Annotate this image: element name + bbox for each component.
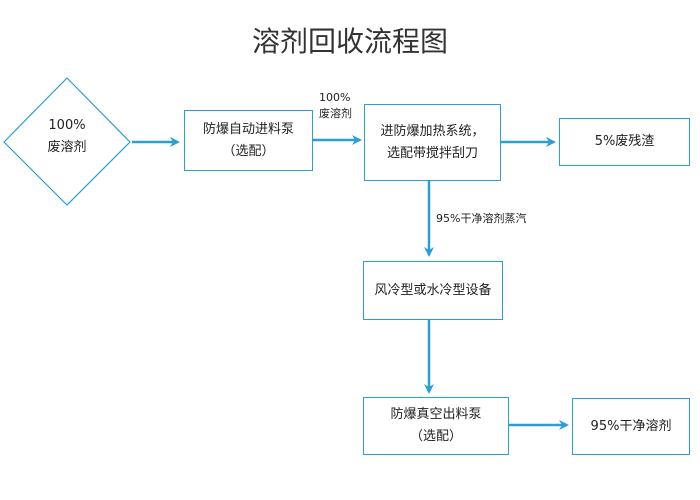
edge-label-vapor: 95%干净溶剂蒸汽 — [436, 212, 527, 225]
product-line1: 95%干净溶剂 — [590, 418, 672, 434]
product-node: 95%干净溶剂 — [572, 398, 690, 455]
feed-pump-node: 防爆自动进料泵 （选配） — [184, 110, 313, 171]
cooler-line1: 风冷型或水冷型设备 — [374, 282, 492, 298]
source-node: 100% 废溶剂 — [17, 115, 117, 159]
feed-pump-line1: 防爆自动进料泵 — [202, 121, 294, 137]
heater-node: 进防爆加热系统， 选配带搅拌刮刀 — [364, 104, 501, 181]
residue-line1: 5%废残渣 — [594, 134, 655, 149]
discharge-pump-line2: （选配） — [409, 429, 462, 444]
source-node-line1: 100% — [48, 118, 86, 133]
source-diamond — [3, 77, 131, 206]
feed-pump-line2: （选配） — [222, 143, 275, 159]
edge-label-feed-line1: 100% — [319, 91, 351, 104]
page-title: 溶剂回收流程图 — [251, 25, 448, 58]
discharge-pump-node: 防爆真空出料泵 （选配） — [363, 397, 509, 455]
heater-line1: 进防爆加热系统， — [380, 123, 485, 139]
source-node-line2: 废溶剂 — [47, 140, 87, 155]
residue-node: 5%废残渣 — [559, 118, 690, 166]
cooler-node: 风冷型或水冷型设备 — [363, 261, 503, 320]
heater-line2: 选配带搅拌刮刀 — [386, 145, 478, 161]
discharge-pump-line1: 防爆真空出料泵 — [390, 407, 482, 422]
edge-label-feed: 100% 废溶剂 — [319, 90, 352, 122]
edge-label-feed-line2: 废溶剂 — [319, 107, 352, 120]
